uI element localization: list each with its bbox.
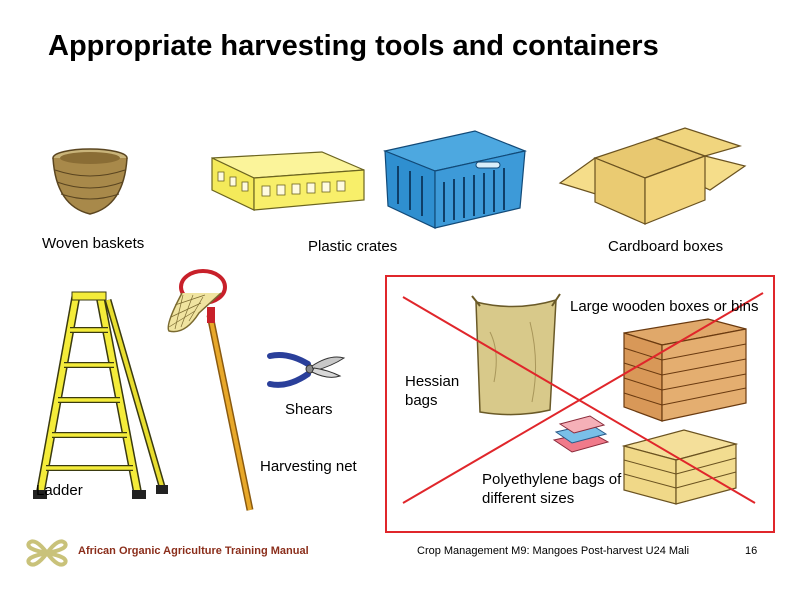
blue-crate-illustration <box>382 130 528 229</box>
woven-baskets-label: Woven baskets <box>42 235 145 252</box>
cardboard-boxes-label: Cardboard boxes <box>608 238 724 255</box>
polyethylene-bags-label: Polyethylene bags of different sizes <box>482 471 622 507</box>
slide-title: Appropriate harvesting tools and contain… <box>48 30 659 62</box>
footer-manual-title: African Organic Agriculture Training Man… <box>78 545 309 557</box>
inappropriate-containers-box <box>385 275 775 533</box>
ladder-label: Ladder <box>36 482 83 499</box>
footer-module-title: Crop Management M9: Mangoes Post-harvest… <box>417 545 690 557</box>
ladder-illustration <box>33 291 168 499</box>
shears-illustration <box>267 352 346 388</box>
polyethylene-bags-illustration <box>552 415 610 453</box>
shears-label: Shears <box>285 401 333 418</box>
page-number: 16 <box>745 545 758 557</box>
manual-logo-icon <box>26 539 68 567</box>
woven-basket-illustration <box>52 148 128 215</box>
hessian-bag-illustration <box>471 293 561 416</box>
large-wooden-box-illustration <box>623 318 747 422</box>
hessian-bags-label: Hessian bags <box>405 373 460 409</box>
plastic-crates-label: Plastic crates <box>308 238 398 255</box>
cardboard-box-illustration <box>558 127 747 225</box>
large-wooden-boxes-label: Large wooden boxes or bins <box>570 298 759 315</box>
harvesting-net-illustration <box>167 269 254 511</box>
yellow-crate-illustration <box>211 151 365 211</box>
red-cross-mark <box>402 292 764 504</box>
harvesting-net-label: Harvesting net <box>260 458 357 475</box>
